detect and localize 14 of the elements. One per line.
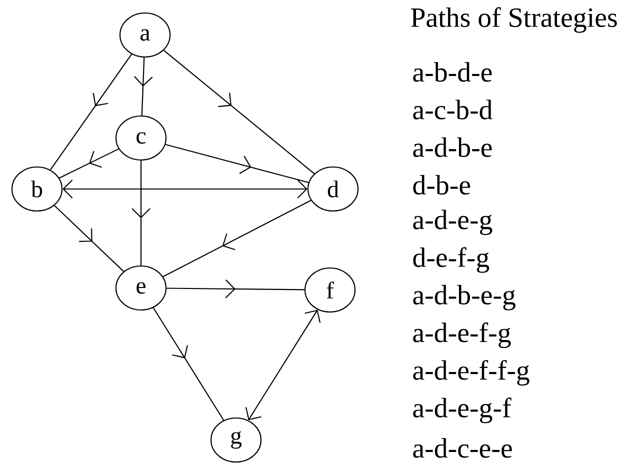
- path-label: a-d-e-f-g: [413, 322, 511, 348]
- path-label: a-d-e-g-f: [413, 398, 512, 424]
- path-label: a-d-c-e-e: [413, 438, 512, 458]
- path-label: a-d-e-g: [413, 210, 492, 236]
- path-label: d-e-f-g: [413, 247, 490, 273]
- path-label: d-b-e: [413, 174, 470, 195]
- arrow: [62, 180, 308, 198]
- path-label: a-d-b-e-g: [413, 284, 516, 310]
- path-label: a-c-b-d: [413, 100, 492, 120]
- path-label: a-d-e-f-f-g: [413, 360, 530, 386]
- path-label: a-b-d-e: [413, 62, 492, 82]
- path-label: a-d-b-e: [413, 137, 492, 157]
- title: Paths of Strategies: [411, 7, 617, 33]
- arrow: [245, 310, 321, 420]
